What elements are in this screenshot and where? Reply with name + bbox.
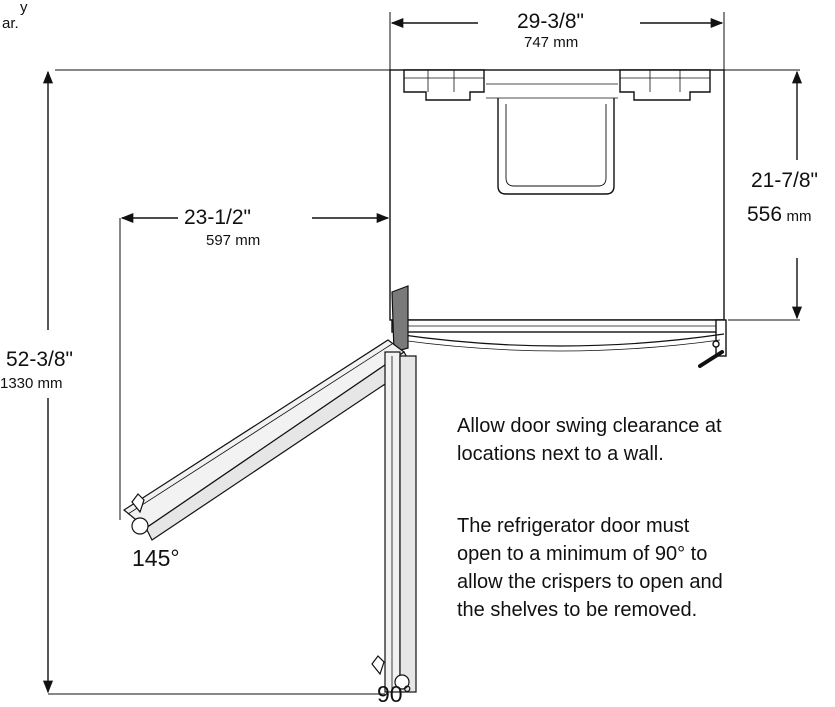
hinge-block	[391, 285, 409, 353]
door-145	[122, 339, 413, 541]
total-metric-label: 1330 mm	[0, 375, 63, 392]
closed-door-edge-inner	[399, 339, 721, 352]
width-metric-label: 747 mm	[524, 34, 579, 51]
closed-door-edge	[395, 333, 725, 347]
depth-metric-label: 556 mm	[747, 204, 812, 226]
width-imperial-label: 29-3/8"	[517, 10, 584, 33]
total-imperial-label: 52-3/8"	[6, 348, 73, 371]
extension-lines	[48, 12, 800, 695]
dimension-arrows	[42, 17, 803, 694]
door-90	[371, 351, 417, 693]
corner-text-line2: ar.	[2, 15, 19, 32]
angle-145-label: 145°	[132, 545, 180, 571]
depth-imperial-label: 21-7/8"	[751, 169, 818, 192]
clearance-metric-label: 597 mm	[206, 232, 261, 249]
depth-metric-unit: mm	[786, 208, 812, 225]
depth-metric-value: 556	[747, 203, 783, 226]
clearance-imperial-label: 23-1/2"	[184, 206, 251, 229]
note-door-swing: Allow door swing clearance at locations …	[457, 415, 722, 465]
note-minimum-opening: The refrigerator door must open to a min…	[457, 515, 723, 621]
corner-text-line1: y	[20, 0, 28, 16]
angle-90-label: 90°	[377, 681, 412, 707]
refrigerator-cabinet	[389, 69, 727, 368]
